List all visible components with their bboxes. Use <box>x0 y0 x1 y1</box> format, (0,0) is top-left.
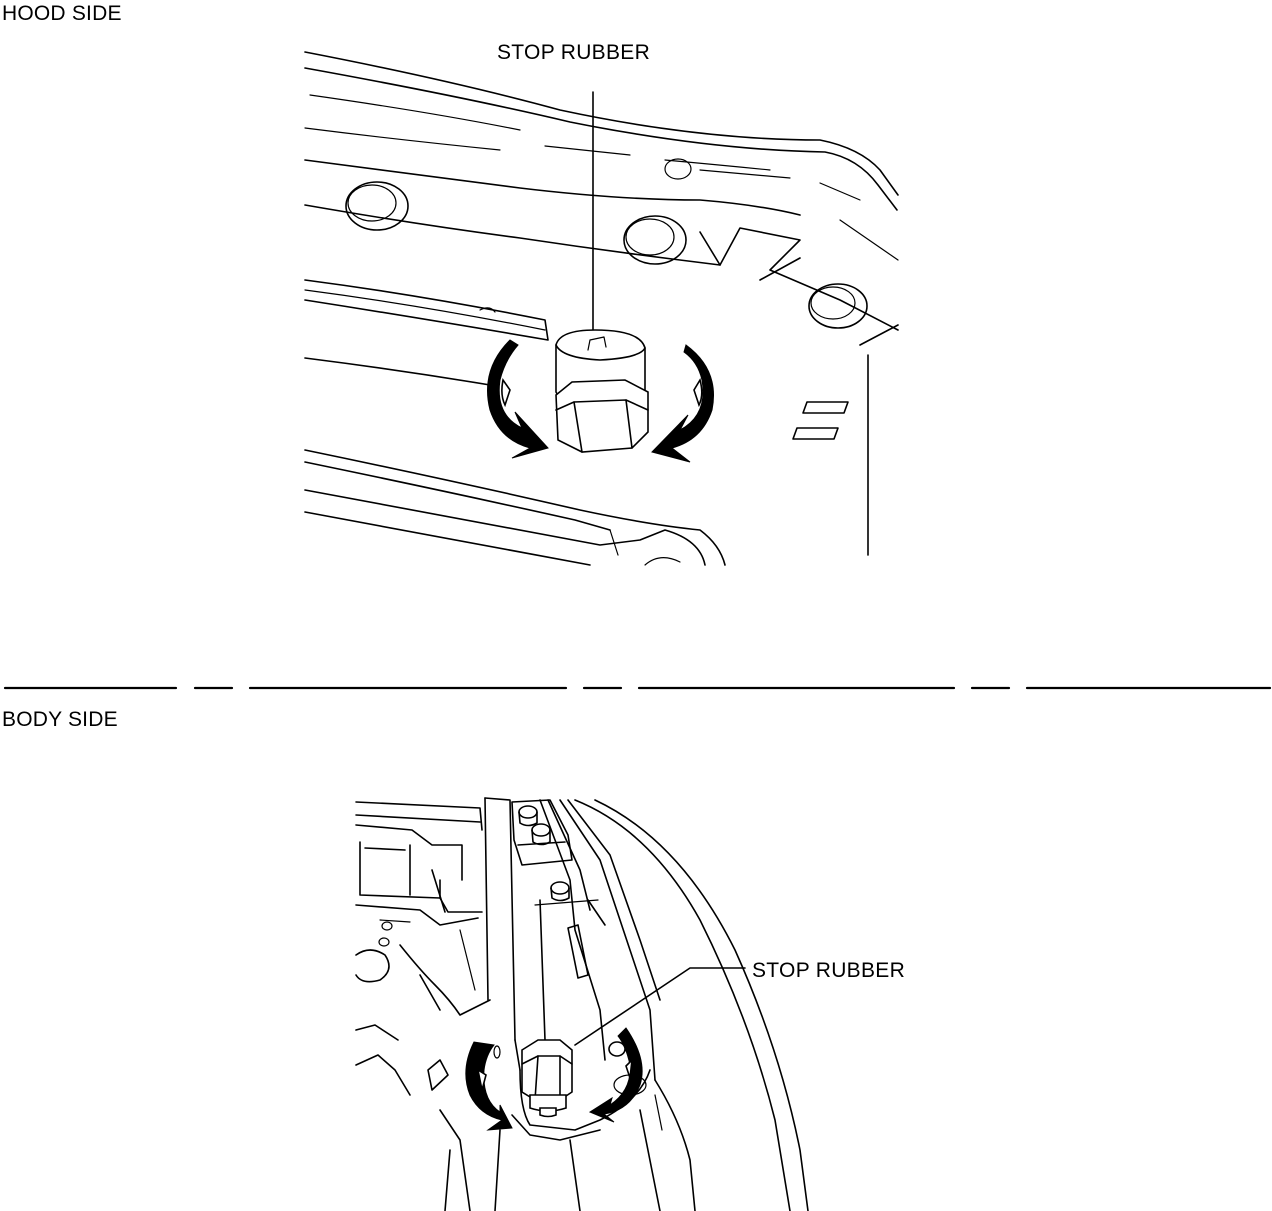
rotate-arrows-icon <box>487 339 714 463</box>
body-stop-rubber-callout: STOP RUBBER <box>752 959 906 982</box>
body-side-label: BODY SIDE <box>2 708 118 731</box>
hood-stop-rubber-callout: STOP RUBBER <box>497 41 651 64</box>
rotate-arrows-icon <box>465 1027 643 1131</box>
hood-panel-drawing <box>304 51 899 566</box>
body-structure-drawing <box>355 797 809 1211</box>
body-callout-leader <box>574 967 746 1046</box>
hood-stop-rubber <box>555 329 649 453</box>
body-stop-rubber <box>521 1039 573 1118</box>
hood-side-label: HOOD SIDE <box>2 2 122 25</box>
